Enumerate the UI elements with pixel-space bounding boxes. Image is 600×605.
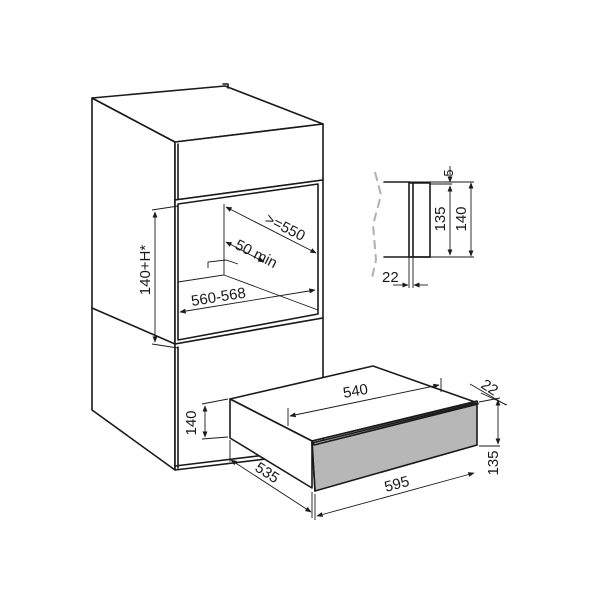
width-dimension-line: [179, 288, 316, 314]
detail-front-height-label: 135: [432, 206, 449, 231]
inner-width-dimension-line: [289, 383, 440, 418]
oven-niche-frame: [174, 179, 324, 345]
drawer-front-left-edge: [311, 440, 316, 492]
niche-height-label: 140+H*: [137, 245, 154, 296]
drawer-front-width-label: 595: [383, 473, 412, 496]
cabinet-left-side: [91, 97, 176, 471]
depth-dimension-line: [225, 206, 317, 254]
detail-front-thickness-label: 22: [382, 269, 399, 286]
drawer-niche-dimension: 140: [183, 398, 229, 440]
wall-dashed-line: [371, 171, 383, 279]
cabinet-top-back-edge: [222, 83, 229, 89]
drawer-inner-width-label: 540: [342, 381, 370, 402]
drawer-niche-height-label: 140: [183, 410, 200, 435]
oven-niche-opening: [177, 183, 319, 341]
rear-gap-dimension-line: [225, 241, 265, 263]
depth-dimension-line: [230, 459, 312, 513]
detail-top-gap-label: 5: [441, 169, 456, 176]
detail-total-height-label: 140: [453, 206, 470, 231]
drawer-front-section: [408, 182, 431, 258]
cabinet-left-mid-edge: [91, 307, 176, 345]
side-section-detail: 5 135 140 22: [371, 166, 474, 288]
front-width-dimension-line: [316, 472, 475, 517]
drawer-front-thickness-label: 22: [478, 376, 501, 399]
drawer-front-height-label: 135: [485, 450, 502, 475]
